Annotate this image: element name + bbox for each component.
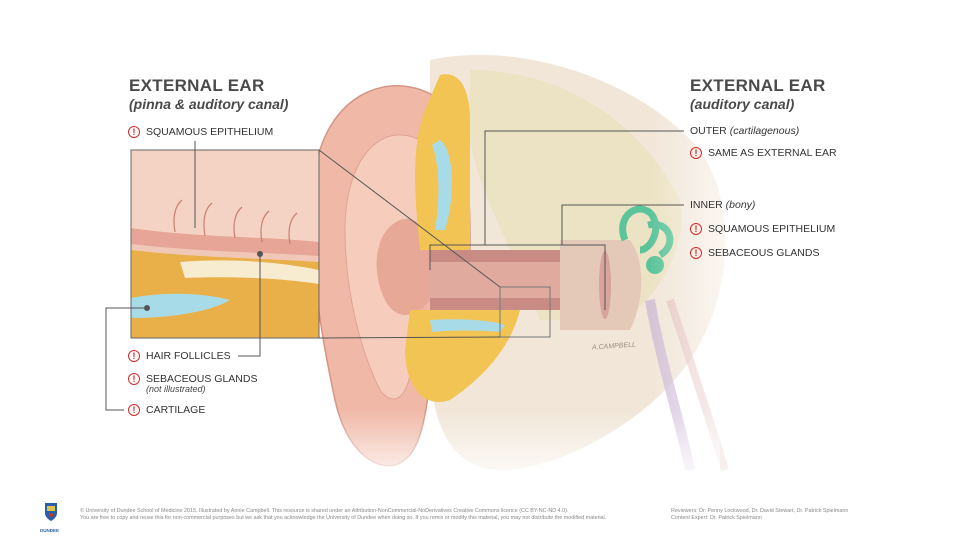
- left-title: EXTERNAL EAR: [129, 76, 265, 95]
- university-logo: [36, 500, 66, 528]
- warning-icon: !: [690, 247, 702, 259]
- lower-cartilage-blue: [430, 319, 505, 332]
- label-same-as-external-ear: ! SAME AS EXTERNAL EAR: [690, 147, 837, 159]
- fade-bottom: [300, 410, 720, 490]
- upper-cartilage-blue: [432, 140, 452, 230]
- warning-icon: !: [128, 350, 140, 362]
- canal-skin-lining: [430, 262, 600, 298]
- label-outer: OUTER (cartilagenous): [690, 125, 800, 137]
- label-inner: INNER (bony): [690, 199, 756, 211]
- label-cartilage: ! CARTILAGE: [128, 404, 205, 416]
- warning-icon: !: [690, 223, 702, 235]
- warning-icon: !: [128, 126, 140, 138]
- right-title: EXTERNAL EAR: [690, 76, 826, 95]
- warning-icon: !: [128, 373, 140, 385]
- license-line-1: © University of Dundee School of Medicin…: [80, 508, 569, 514]
- inset-frame: [130, 149, 320, 339]
- label-inner-sebaceous: ! SEBACEOUS GLANDS: [690, 247, 819, 259]
- reviewers: Reviewers: Dr. Penny Lockwood, Dr. David…: [671, 508, 849, 514]
- logo-text: DUNDEE: [40, 528, 60, 533]
- warning-icon: !: [690, 147, 702, 159]
- label-hair-follicles: ! HAIR FOLLICLES: [128, 350, 231, 362]
- right-subtitle: (auditory canal): [690, 96, 795, 112]
- lower-cartilage-fat: [405, 310, 520, 402]
- inset-tissue-view: [131, 150, 319, 338]
- label-sebaceous-glands: ! SEBACEOUS GLANDS: [128, 373, 257, 385]
- label-inner-squamous: ! SQUAMOUS EPITHELIUM: [690, 223, 835, 235]
- note-not-illustrated: (not illustrated): [146, 384, 206, 394]
- canal-highlight-box: [499, 286, 551, 338]
- warning-icon: !: [128, 404, 140, 416]
- label-squamous-epithelium: ! SQUAMOUS EPITHELIUM: [128, 126, 273, 138]
- leader-lines: [105, 130, 684, 411]
- license-line-2: You are free to copy and reuse this for …: [80, 515, 607, 521]
- concha: [376, 218, 430, 315]
- left-subtitle: (pinna & auditory canal): [129, 96, 289, 112]
- content-expert: Content Expert: Dr. Patrick Spielmann: [671, 515, 762, 521]
